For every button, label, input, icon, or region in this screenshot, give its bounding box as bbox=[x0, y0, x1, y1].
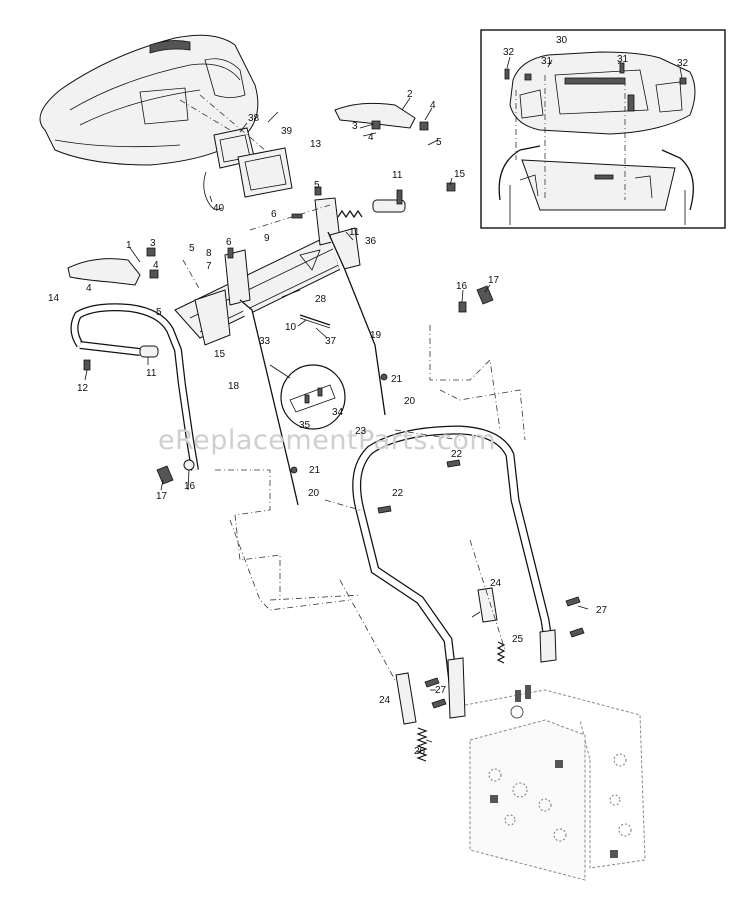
callout-39: 39 bbox=[281, 126, 293, 137]
leader-lines bbox=[84, 97, 589, 743]
callout-32: 32 bbox=[677, 58, 689, 69]
watermark-text: eReplacementParts.com bbox=[158, 425, 496, 456]
alignment-lines bbox=[215, 325, 526, 681]
callout-37: 37 bbox=[325, 336, 337, 347]
callout-22: 22 bbox=[392, 488, 404, 499]
callout-12: 12 bbox=[77, 383, 89, 394]
inset-detail bbox=[480, 29, 726, 229]
callout-19: 19 bbox=[370, 330, 382, 341]
callout-4: 4 bbox=[368, 132, 374, 143]
callout-5: 5 bbox=[156, 307, 162, 318]
dash-panel-shell bbox=[39, 34, 259, 166]
callout-3: 3 bbox=[352, 121, 358, 132]
callout-2: 2 bbox=[407, 89, 413, 100]
callout-16: 16 bbox=[456, 281, 468, 292]
callout-5: 5 bbox=[314, 180, 320, 191]
callout-4: 4 bbox=[86, 283, 92, 294]
callout-labels: 1 2 3 3 4 4 4 4 5 5 5 5 6 6 7 8 9 10 11 … bbox=[48, 35, 689, 757]
lower-handle bbox=[352, 425, 585, 762]
callout-11: 11 bbox=[349, 227, 360, 238]
callout-22: 22 bbox=[451, 449, 463, 460]
callout-15: 15 bbox=[214, 349, 226, 360]
callout-40: 40 bbox=[213, 203, 225, 214]
callout-35: 35 bbox=[299, 420, 311, 431]
callout-21: 21 bbox=[309, 465, 321, 476]
callout-21: 21 bbox=[391, 374, 403, 385]
callout-15: 15 bbox=[454, 169, 466, 180]
callout-16: 16 bbox=[184, 481, 196, 492]
callout-11: 11 bbox=[392, 170, 403, 181]
left-upper-handle bbox=[67, 247, 199, 485]
callout-5: 5 bbox=[189, 243, 195, 254]
callout-31: 31 bbox=[617, 54, 629, 65]
detail-circle bbox=[269, 364, 346, 430]
right-upper-handle bbox=[334, 102, 494, 346]
lower-frame bbox=[464, 685, 646, 881]
callout-31: 31 bbox=[541, 56, 553, 67]
callout-24: 24 bbox=[379, 695, 391, 706]
callout-20: 20 bbox=[404, 396, 416, 407]
callout-20: 20 bbox=[308, 488, 320, 499]
callout-10: 10 bbox=[285, 322, 297, 333]
callout-1: 1 bbox=[126, 240, 132, 251]
callout-4: 4 bbox=[153, 260, 159, 271]
callout-34: 34 bbox=[332, 407, 344, 418]
light-assembly bbox=[179, 94, 293, 210]
callout-5: 5 bbox=[436, 137, 442, 148]
callout-6: 6 bbox=[271, 209, 277, 220]
callout-4: 4 bbox=[430, 100, 436, 111]
callout-14: 14 bbox=[48, 293, 60, 304]
callout-7: 7 bbox=[206, 261, 212, 272]
callout-3: 3 bbox=[150, 238, 156, 249]
callout-33: 33 bbox=[259, 336, 271, 347]
callout-36: 36 bbox=[365, 236, 377, 247]
callout-30: 30 bbox=[556, 35, 568, 46]
callout-27: 27 bbox=[435, 685, 447, 696]
callout-13: 13 bbox=[310, 139, 322, 150]
callout-17: 17 bbox=[156, 491, 168, 502]
callout-38: 38 bbox=[248, 113, 260, 124]
callout-23: 23 bbox=[355, 426, 367, 437]
callout-11: 11 bbox=[146, 368, 157, 379]
callout-25: 25 bbox=[512, 634, 524, 645]
callout-6: 6 bbox=[226, 237, 232, 248]
callout-27: 27 bbox=[596, 605, 608, 616]
callout-32: 32 bbox=[503, 47, 515, 58]
callout-26: 26 bbox=[414, 746, 426, 757]
callout-8: 8 bbox=[206, 248, 212, 259]
callout-9: 9 bbox=[264, 233, 270, 244]
callout-18: 18 bbox=[228, 381, 240, 392]
callout-28: 28 bbox=[315, 294, 327, 305]
callout-24: 24 bbox=[490, 578, 502, 589]
callout-17: 17 bbox=[488, 275, 500, 286]
console-bracket bbox=[174, 186, 388, 506]
